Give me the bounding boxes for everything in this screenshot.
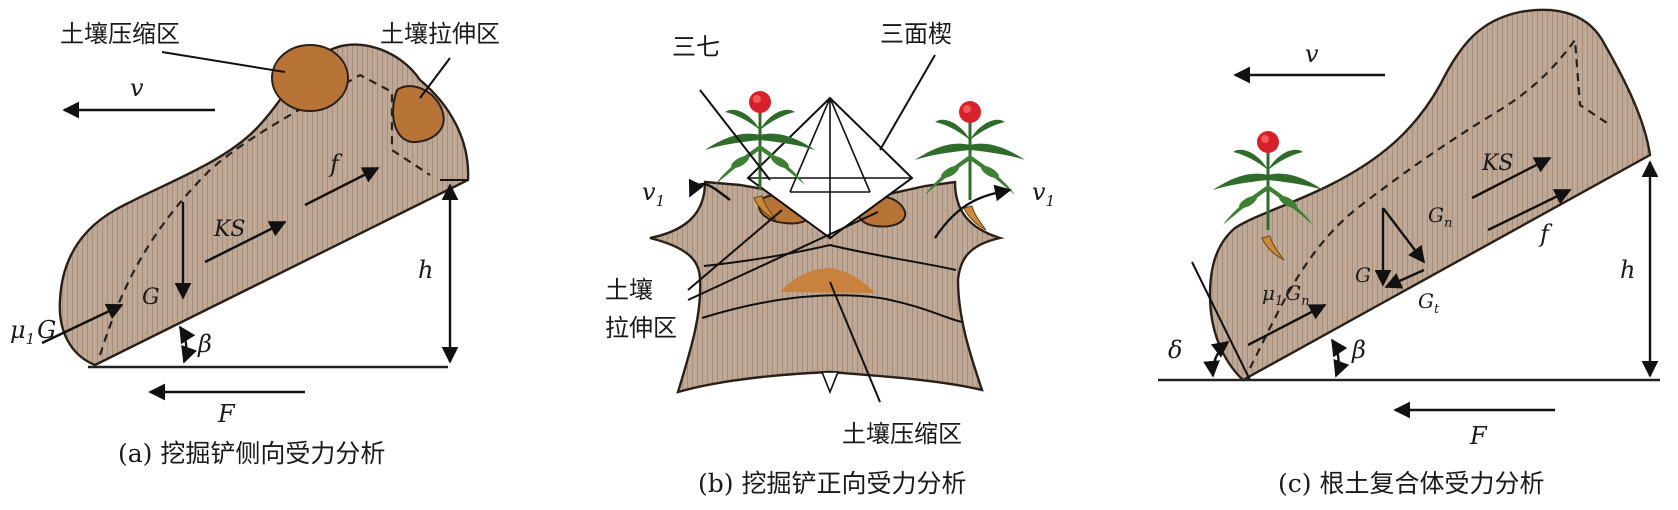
panel-a-label-ks: KS <box>213 217 246 242</box>
panel-c-label-ks: KS <box>1481 151 1514 176</box>
panel-c-label-v: v <box>1305 40 1319 68</box>
panel-b-leader-wedge <box>879 54 936 151</box>
panel-b-label-tension-2: 拉伸区 <box>605 314 677 342</box>
panel-b-v-left-sub: 1 <box>656 192 666 210</box>
panel-a-label-tension: 土壤拉伸区 <box>380 20 500 48</box>
panel-c-mu-arrow <box>1247 303 1327 347</box>
panel-c-gn-arrow <box>1382 207 1426 264</box>
panel-c-label-f: f <box>1538 220 1553 248</box>
panel-b-label-wedge: 三面楔 <box>880 20 952 48</box>
panel-b-v1-arrow-right <box>933 184 1012 239</box>
panel-c-label-delta: δ <box>1168 336 1182 364</box>
panel-a-label-h: h <box>418 256 433 284</box>
panel-c-gt-symbol: G <box>1418 289 1434 313</box>
panel-a-label-compress: 土壤压缩区 <box>60 20 180 48</box>
panel-c-beta-arc <box>1330 338 1350 378</box>
panel-a: 土壤压缩区 土壤拉伸区 v f KS G μ1G β h F (a) 挖掘铲侧向… <box>10 20 500 468</box>
panel-a-label-F: F <box>217 400 236 428</box>
panel-b-compression-zone <box>780 268 875 293</box>
panel-b: v1 v1 三七 三面楔 土壤 拉伸区 土壤压缩区 (b) 挖掘铲正向受力分析 <box>605 20 1055 498</box>
panel-a-leader-tension <box>419 57 451 99</box>
panel-c-soil-body <box>1208 8 1652 382</box>
panel-c-gt-subscript: t <box>1434 302 1440 317</box>
panel-a-label-mu: μ1G <box>10 316 56 348</box>
panel-c-label-g: G <box>1355 263 1371 287</box>
panel-b-layer-line-2 <box>703 243 957 271</box>
panel-a-mu-symbol: μ <box>10 316 26 344</box>
panel-c-blade-line <box>1191 261 1251 381</box>
panel-b-caption: (b) 挖掘铲正向受力分析 <box>698 469 966 498</box>
panel-c-gn-subscript: n <box>1444 216 1452 231</box>
panel-b-leader-tension-1 <box>687 209 783 291</box>
panel-c-delta-arc <box>1203 340 1230 378</box>
panel-c-label-h: h <box>1620 256 1635 284</box>
panel-b-leader-tension-2 <box>687 211 879 301</box>
panel-a-mu-g: G <box>37 316 56 344</box>
panel-a-label-v: v <box>130 74 144 102</box>
panel-c-mu-g-subscript: n <box>1301 294 1309 309</box>
panel-c-failure-line <box>1249 37 1611 369</box>
panel-a-beta-arc <box>178 325 197 364</box>
panel-a-label-g: G <box>142 285 160 310</box>
panel-b-v1-arrow-left <box>688 178 731 201</box>
panel-a-ks-arrow <box>204 220 287 264</box>
panel-b-leader-compress <box>829 281 881 403</box>
panel-b-label-tension-1: 土壤 <box>605 276 653 304</box>
panel-c-mu-subscript: 1 <box>1275 294 1283 309</box>
panel-a-friction-arrow <box>304 166 380 207</box>
panel-b-v-left: v <box>642 178 656 206</box>
panel-b-label-v1-right: v1 <box>1032 178 1055 210</box>
panel-a-caption: (a) 挖掘铲侧向受力分析 <box>118 439 385 468</box>
panel-a-soil-body <box>58 43 470 367</box>
panel-b-v-right: v <box>1032 178 1046 206</box>
panel-c-caption: (c) 根土复合体受力分析 <box>1278 469 1544 498</box>
panel-c-mu-symbol: μ <box>1262 281 1275 305</box>
panel-c-label-beta: β <box>1351 336 1366 364</box>
panel-c-label-gt: Gt <box>1418 289 1440 317</box>
panel-b-label-sanqi: 三七 <box>672 33 720 61</box>
panel-b-wedge <box>746 96 914 395</box>
panel-a-tension-zone <box>392 85 445 144</box>
panel-b-layer-line-1 <box>701 294 963 323</box>
panel-c-label-F: F <box>1469 422 1488 450</box>
panel-c-gt-arrow <box>1384 268 1425 289</box>
panel-b-v-right-sub: 1 <box>1046 192 1056 210</box>
panel-a-mu-subscript: 1 <box>26 330 36 348</box>
panel-a-leader-compress <box>161 51 286 73</box>
panel-c-mu-g: G <box>1285 281 1301 305</box>
panel-a-mu-arrow <box>41 303 124 345</box>
panel-b-label-v1-left: v1 <box>642 178 665 210</box>
panel-b-label-compress: 土壤压缩区 <box>842 420 962 448</box>
panel-c-gn-symbol: G <box>1428 203 1444 227</box>
panel-a-label-beta: β <box>197 330 212 358</box>
panel-c-ks-arrow <box>1471 156 1552 200</box>
panel-c-label-gn: Gn <box>1428 203 1452 231</box>
panel-a-compression-zone <box>271 44 349 112</box>
panel-c-friction-arrow <box>1487 188 1572 232</box>
panel-b-leader-sanqi <box>699 89 771 181</box>
